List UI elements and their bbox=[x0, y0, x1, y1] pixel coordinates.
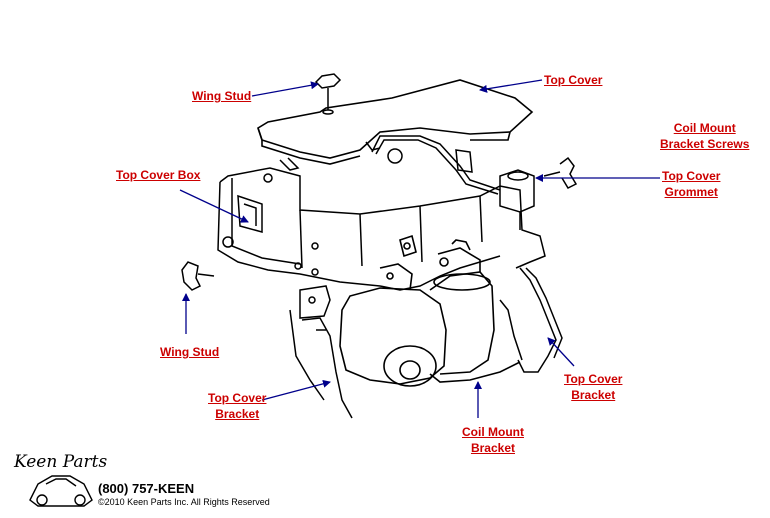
copyright-text: ©2010 Keen Parts Inc. All Rights Reserve… bbox=[98, 497, 270, 507]
label-top-cover-grommet[interactable]: Top Cover Grommet bbox=[662, 168, 720, 200]
label-top-cover-box[interactable]: Top Cover Box bbox=[116, 168, 201, 182]
label-coil-mount-bracket-line1: Coil Mount bbox=[462, 425, 524, 439]
label-wing-stud-top[interactable]: Wing Stud bbox=[192, 89, 252, 103]
label-top-cover-bracket-left[interactable]: Top Cover Bracket bbox=[208, 390, 266, 422]
leader-arrows bbox=[179, 79, 660, 418]
wing-stud-left-drawing bbox=[181, 261, 215, 291]
logo-text: Keen Parts bbox=[14, 452, 108, 472]
label-wing-stud-left[interactable]: Wing Stud bbox=[160, 345, 220, 359]
label-coil-mount-bracket-line2: Bracket bbox=[470, 441, 515, 455]
label-coil-mount-bracket[interactable]: Coil Mount Bracket bbox=[462, 424, 524, 456]
wing-stud-top-drawing bbox=[314, 73, 342, 115]
label-top-cover-grommet-line2: Grommet bbox=[664, 185, 718, 199]
grommet-drawing bbox=[499, 156, 578, 230]
top-cover-box-drawing bbox=[217, 135, 546, 291]
keen-parts-logo bbox=[29, 475, 93, 507]
label-coil-mount-bracket-screws[interactable]: Coil Mount Bracket Screws bbox=[660, 120, 749, 152]
top-cover-drawing bbox=[257, 79, 534, 165]
label-top-cover[interactable]: Top Cover bbox=[544, 73, 603, 87]
label-coil-mount-bracket-screws-line1: Coil Mount bbox=[673, 121, 736, 135]
brackets-drawing bbox=[289, 267, 563, 419]
coil-drawing bbox=[339, 234, 521, 387]
label-top-cover-bracket-right-line1: Top Cover bbox=[564, 372, 623, 386]
label-top-cover-bracket-right[interactable]: Top Cover Bracket bbox=[564, 371, 622, 403]
label-top-cover-bracket-left-line1: Top Cover bbox=[208, 391, 267, 405]
label-top-cover-grommet-line1: Top Cover bbox=[662, 169, 721, 183]
label-top-cover-bracket-right-line2: Bracket bbox=[571, 388, 616, 402]
label-coil-mount-bracket-screws-line2: Bracket Screws bbox=[660, 137, 750, 151]
label-top-cover-bracket-left-line2: Bracket bbox=[215, 407, 260, 421]
phone-number[interactable]: (800) 757-KEEN bbox=[98, 481, 195, 496]
